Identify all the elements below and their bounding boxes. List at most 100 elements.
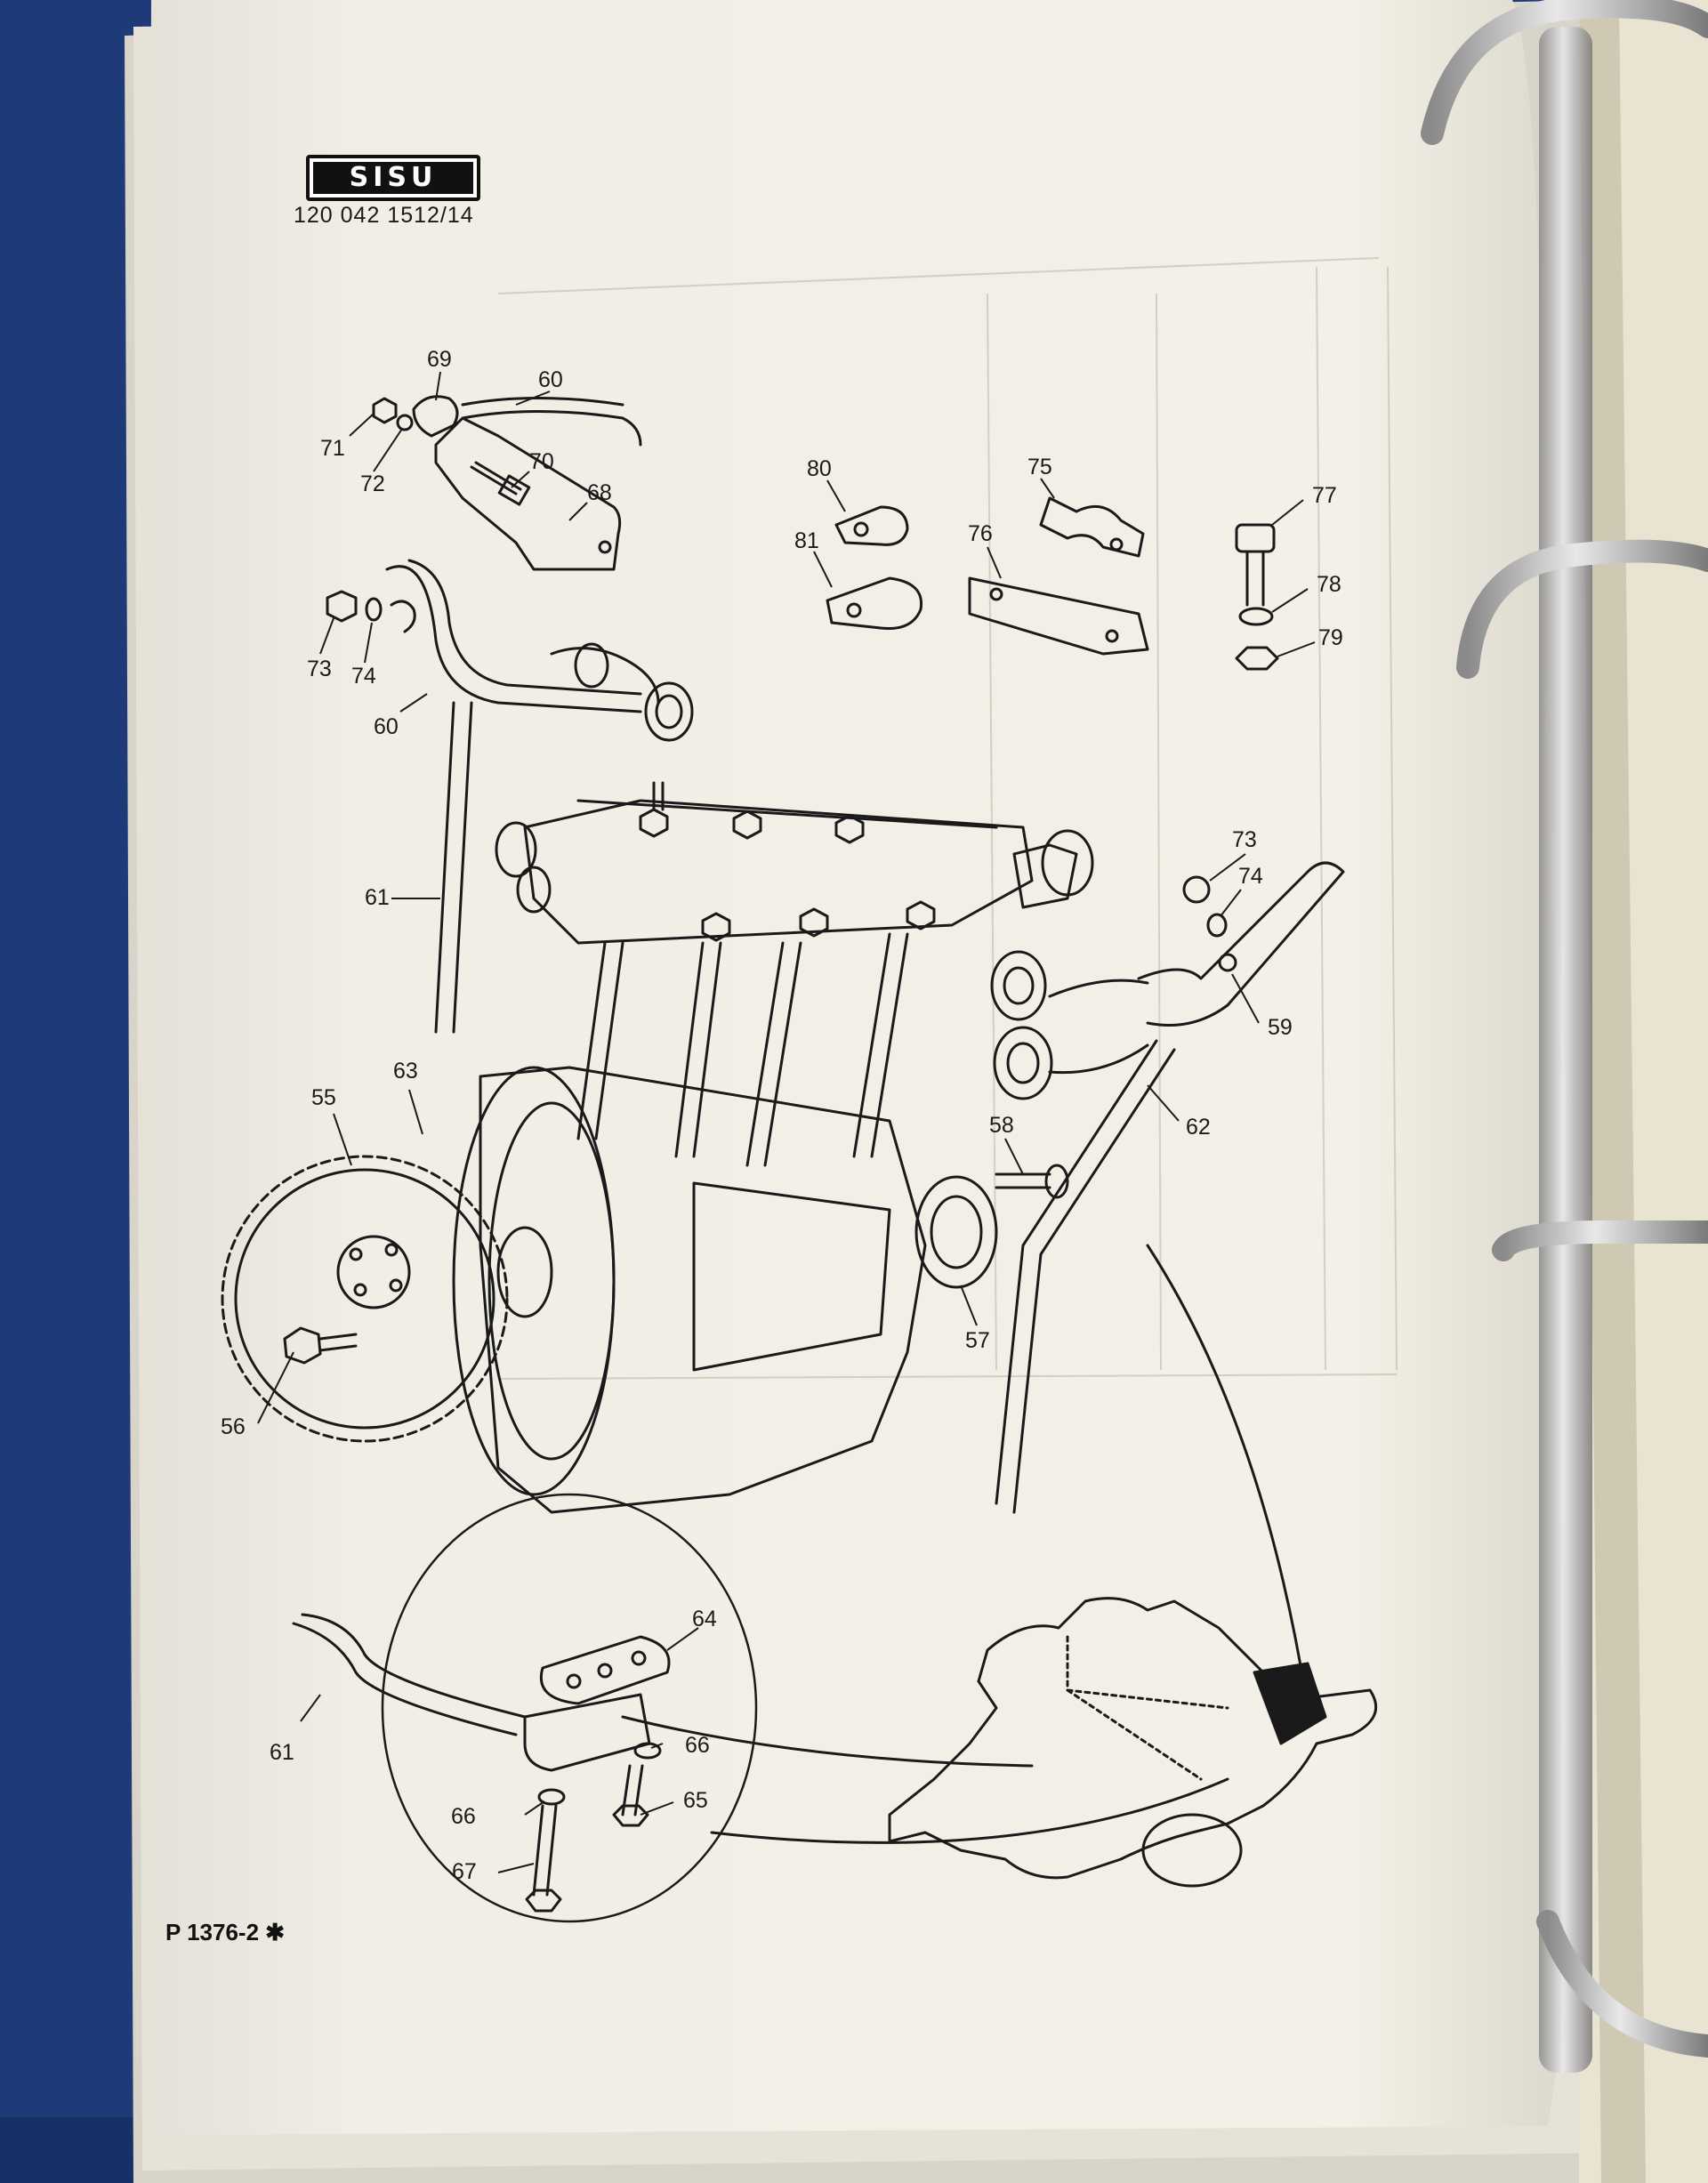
pipe-60-vertical-b xyxy=(407,559,642,696)
figure-reference: P 1376-2 ✱ xyxy=(165,1919,286,1945)
callout-66: 66 xyxy=(451,1804,476,1829)
gasket-hole-3 xyxy=(631,1650,647,1666)
pipe-59-hole xyxy=(1218,953,1237,972)
clip-81 xyxy=(826,576,923,631)
pipe-59-b xyxy=(1048,979,1149,1075)
pipe-61-lower-c xyxy=(621,1715,1034,1768)
ring-2 xyxy=(1456,539,1708,679)
pipe-59-a xyxy=(1137,861,1345,1027)
bolt-56 xyxy=(283,1326,322,1365)
callout-70: 70 xyxy=(529,449,554,474)
binder-rings xyxy=(1421,0,1708,2058)
pipe-62-a xyxy=(995,1039,1158,1505)
fitting-left-a xyxy=(495,821,537,878)
callout-71: 71 xyxy=(320,436,345,461)
gear-hole-1 xyxy=(349,1247,363,1261)
engine-cylinder xyxy=(1141,1813,1243,1888)
callout-64: 64 xyxy=(692,1607,717,1631)
union-nut-upper xyxy=(644,681,694,742)
pipe-60-vertical-a xyxy=(385,565,642,713)
callout-72: 72 xyxy=(360,471,385,496)
fitting-59-a xyxy=(990,950,1047,1021)
head-bolt-4 xyxy=(701,912,731,942)
callout-60: 60 xyxy=(538,367,563,392)
washer-66-left xyxy=(537,1788,566,1806)
gear-hole-4 xyxy=(353,1283,367,1297)
washer-72 xyxy=(396,414,414,431)
gasket-hole-2 xyxy=(597,1663,613,1679)
gear-hole-2 xyxy=(384,1243,399,1257)
clip-81-hole xyxy=(846,602,862,618)
fitting-59-a-in xyxy=(1003,966,1035,1005)
bracket-68 xyxy=(434,416,622,571)
union-nut-upper-inner xyxy=(655,694,683,729)
leader-lines xyxy=(257,371,1316,1873)
head-bolt-6 xyxy=(906,900,936,930)
sisu-logo: SISU xyxy=(306,155,480,201)
callout-74: 74 xyxy=(351,664,376,689)
leader-arc-2 xyxy=(710,1777,1229,1844)
bolt-73-right xyxy=(1182,875,1211,904)
gasket-64 xyxy=(540,1635,671,1705)
callout-55: 55 xyxy=(311,1085,336,1110)
callout-76: 76 xyxy=(968,521,993,546)
callout-65: 65 xyxy=(683,1788,708,1813)
callout-73: 73 xyxy=(307,657,332,681)
gear-55 xyxy=(221,1155,509,1443)
plate-76 xyxy=(968,576,1149,656)
detail-inset xyxy=(381,1493,758,1923)
crankcase-detail xyxy=(692,1181,891,1372)
pipe-62-b xyxy=(1012,1048,1176,1514)
pipe-61-lower-a xyxy=(292,1622,518,1736)
nut-71 xyxy=(372,397,398,424)
washer-66-right xyxy=(633,1742,662,1760)
plate-76-hole-a xyxy=(989,587,1003,601)
pipe-stub-left xyxy=(390,600,416,633)
callout-61: 61 xyxy=(270,1740,294,1765)
bolt-56-shank xyxy=(318,1333,358,1352)
bolt-67-nut xyxy=(525,1889,562,1913)
sisu-logo-text: SISU xyxy=(313,162,473,194)
cover-57 xyxy=(914,1175,998,1289)
engine-hatched xyxy=(1253,1662,1327,1745)
shaft-hub xyxy=(496,1226,553,1318)
clamp-69 xyxy=(412,395,459,438)
head-bolt-5 xyxy=(799,907,829,938)
bracket-hole xyxy=(598,540,612,554)
fitting-right-nut xyxy=(1041,829,1094,897)
ring-4 xyxy=(1536,1910,1708,2058)
callout-79: 79 xyxy=(1318,625,1343,650)
callout-58: 58 xyxy=(989,1113,1014,1138)
callout-78: 78 xyxy=(1317,572,1341,597)
clamp-75 xyxy=(1039,496,1145,558)
main-page xyxy=(149,0,1566,2135)
gasket-hole-1 xyxy=(566,1673,582,1689)
bolt-58-head xyxy=(1044,1164,1069,1199)
callout-60: 60 xyxy=(374,714,399,739)
clamp-75-hole xyxy=(1109,537,1124,552)
cylinder-head xyxy=(523,799,1034,945)
leader-arc xyxy=(1146,1244,1309,1710)
document-code: 120 042 1512/14 xyxy=(294,203,474,228)
pipe-60-upper-a xyxy=(461,410,642,447)
ring-3 xyxy=(1492,1220,1708,1261)
callout-73: 73 xyxy=(1232,827,1257,852)
fitting-59-b xyxy=(993,1026,1053,1100)
engine-dotted xyxy=(1066,1635,1229,1781)
bolt-77-shank xyxy=(1245,550,1265,607)
fitting-left-b xyxy=(516,866,552,914)
flange xyxy=(487,1101,616,1461)
callout-75: 75 xyxy=(1027,455,1052,479)
ring-1 xyxy=(1421,0,1708,145)
callout-66: 66 xyxy=(685,1733,710,1758)
fitting-59-b-in xyxy=(1006,1042,1040,1084)
stud xyxy=(652,781,665,811)
flange-block xyxy=(523,1693,651,1772)
callout-80: 80 xyxy=(807,456,832,481)
bolt-65-nut xyxy=(612,1804,649,1827)
gear-55-hub xyxy=(336,1235,411,1309)
callout-68: 68 xyxy=(587,480,612,505)
callout-56: 56 xyxy=(221,1414,246,1439)
callout-69: 69 xyxy=(427,347,452,372)
callout-67: 67 xyxy=(452,1859,477,1884)
